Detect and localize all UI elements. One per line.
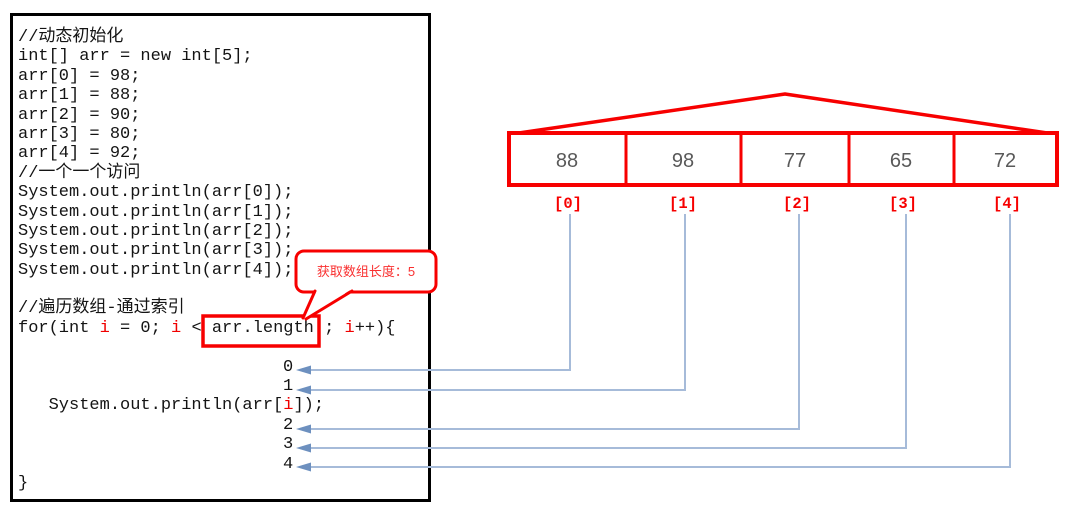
array-index-labels: [0] [1] [2] [3] [4] bbox=[554, 195, 1021, 213]
array-cell-value-0: 88 bbox=[556, 150, 578, 172]
loop-var-i: i bbox=[344, 318, 355, 338]
index-label-2: [2] bbox=[783, 195, 811, 213]
code-line-assign-3: arr[3] = 80; bbox=[18, 124, 141, 144]
array-cell-value-2: 77 bbox=[784, 150, 806, 172]
code-line-assign-0: arr[0] = 98; bbox=[18, 66, 141, 86]
code-line-print-i: System.out.println(arr[i]); bbox=[18, 396, 396, 415]
code-line-close-brace: } bbox=[18, 473, 29, 493]
array-cell-value-4: 72 bbox=[994, 150, 1016, 172]
loop-output-0: 0 bbox=[283, 357, 294, 377]
index-label-3: [3] bbox=[889, 195, 917, 213]
array-cell-value-3: 65 bbox=[890, 150, 912, 172]
code-line-comment-init: //动态初始化 bbox=[18, 28, 124, 47]
code-line-declare: int[] arr = new int[5]; bbox=[18, 47, 253, 67]
code-line-comment-access: //一个一个访问 bbox=[18, 163, 141, 183]
print-i-tail: ]); bbox=[293, 396, 325, 416]
index-label-0: [0] bbox=[554, 195, 582, 213]
code-line-blank bbox=[18, 280, 396, 299]
arr-length-token: arr.length bbox=[211, 318, 314, 338]
loop-output-1: 1 bbox=[283, 377, 294, 397]
code-line-print-1: System.out.println(arr[1]); bbox=[18, 202, 294, 222]
array-cell-dividers bbox=[624, 134, 956, 184]
loop-output-4: 4 bbox=[283, 454, 294, 474]
index-label-1: [1] bbox=[669, 195, 697, 213]
code-line-for: for(int i = 0; i < arr.length ; i++){ bbox=[18, 319, 396, 338]
code-line-print-4: System.out.println(arr[4]); bbox=[18, 260, 294, 280]
for-sep: ; bbox=[313, 318, 345, 338]
array-box bbox=[507, 131, 1059, 187]
code-line-assign-2: arr[2] = 90; bbox=[18, 105, 141, 125]
print-i-head: System.out.println(arr[ bbox=[18, 396, 284, 416]
code-line-assign-1: arr[1] = 88; bbox=[18, 86, 141, 106]
for-cmp: < bbox=[181, 318, 212, 338]
loop-var-i: i bbox=[171, 318, 182, 338]
code-line-assign-4: arr[4] = 92; bbox=[18, 144, 141, 164]
code-line-print-0: System.out.println(arr[0]); bbox=[18, 183, 294, 203]
code-line-comment-loop: //遍历数组-通过索引 bbox=[18, 299, 185, 319]
loop-var-i: i bbox=[283, 396, 294, 416]
array-cell-value-1: 98 bbox=[672, 150, 694, 172]
code-line-print-2: System.out.println(arr[2]); bbox=[18, 221, 294, 241]
code-line-blank bbox=[18, 338, 396, 357]
code-line-print-3: System.out.println(arr[3]); bbox=[18, 241, 294, 261]
array-roof-lines bbox=[511, 92, 1055, 136]
for-init: = 0; bbox=[109, 318, 172, 338]
loop-output-3: 3 bbox=[283, 435, 294, 455]
index-label-4: [4] bbox=[993, 195, 1021, 213]
for-incr: ++){ bbox=[354, 318, 396, 338]
array-values: 88 98 77 65 72 bbox=[556, 150, 1016, 172]
loop-var-i: i bbox=[99, 318, 110, 338]
for-head: for(int bbox=[18, 318, 100, 338]
loop-output-2: 2 bbox=[283, 415, 294, 435]
